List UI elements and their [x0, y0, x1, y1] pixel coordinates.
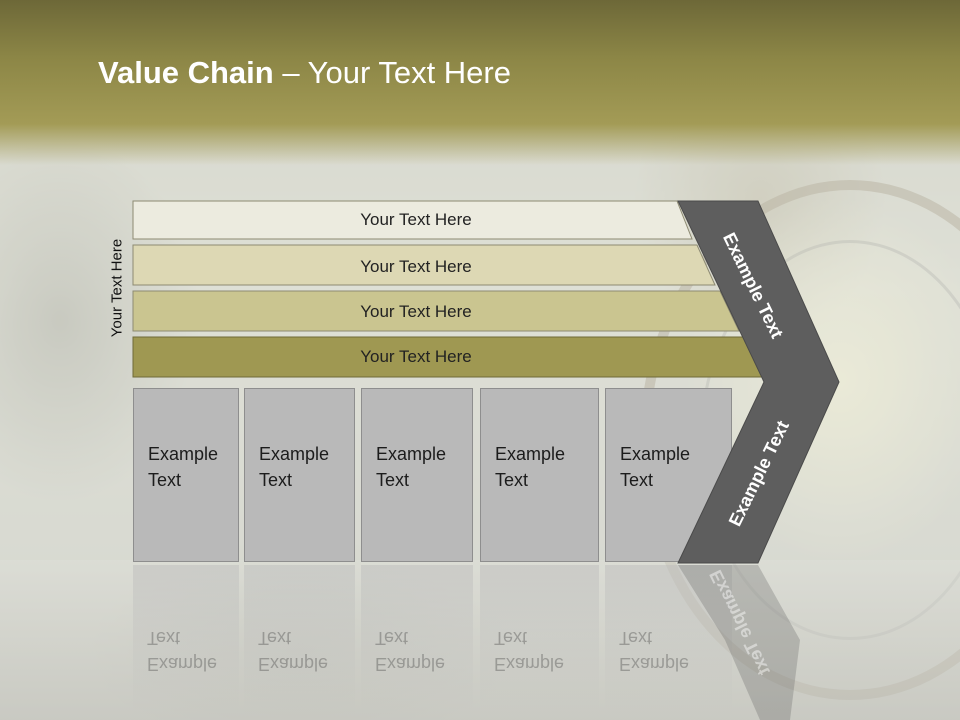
- support-bar-1-label: Your Text Here: [360, 210, 472, 229]
- background-floor: [0, 560, 960, 720]
- title-bold: Value Chain: [98, 55, 274, 90]
- support-bar-4-label: Your Text Here: [360, 347, 472, 366]
- chevron-reflection: [678, 565, 800, 720]
- slide-title[interactable]: Value Chain – Your Text Here: [98, 55, 511, 91]
- support-bar-1[interactable]: [132, 200, 693, 240]
- support-bar-2-label: Your Text Here: [360, 257, 472, 276]
- margin-chevron[interactable]: [677, 200, 840, 564]
- title-rest: – Your Text Here: [273, 55, 511, 90]
- title-band: [0, 0, 960, 165]
- support-bar-3-label: Your Text Here: [360, 302, 472, 321]
- support-bar-3[interactable]: [132, 290, 740, 332]
- support-bar-2[interactable]: [132, 244, 716, 286]
